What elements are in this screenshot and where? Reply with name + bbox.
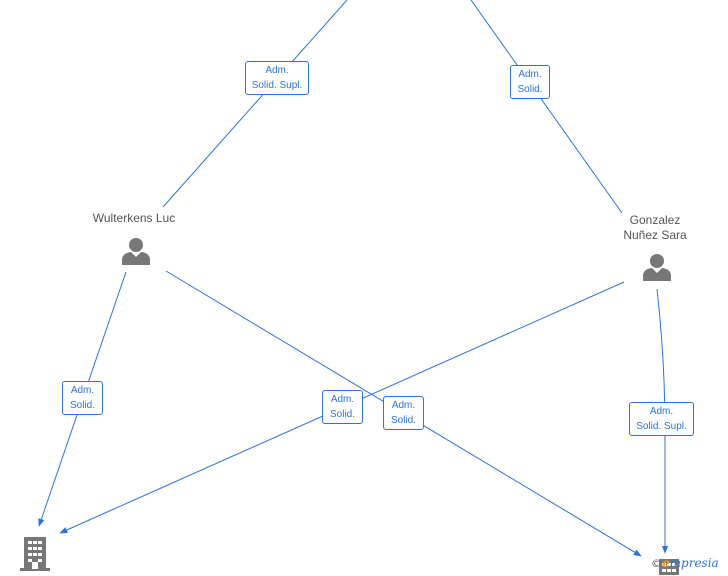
building-icon[interactable] bbox=[20, 535, 50, 571]
person-name-gonzalez[interactable]: Gonzalez Nuñez Sara bbox=[605, 213, 705, 243]
relation-role: Adm. bbox=[391, 400, 416, 411]
relation-type: Solid. Supl. bbox=[636, 421, 687, 432]
relation-label[interactable]: Adm. Solid. bbox=[510, 65, 550, 99]
relation-label[interactable]: Adm. Solid. Supl. bbox=[245, 61, 309, 95]
person-icon[interactable] bbox=[642, 252, 672, 282]
building-icon[interactable] bbox=[656, 557, 682, 575]
relation-type: Solid. bbox=[69, 400, 95, 411]
person-name-line: Gonzalez bbox=[629, 213, 681, 227]
relation-role: Adm. bbox=[330, 394, 355, 405]
relation-type: Solid. Supl. bbox=[251, 80, 303, 91]
copyright-symbol: © bbox=[651, 557, 662, 570]
brand-logo: ©empresia bbox=[651, 556, 719, 572]
person-name-line: Nuñez Sara bbox=[623, 228, 687, 242]
brand-name: mpresia bbox=[669, 556, 719, 570]
person-icon[interactable] bbox=[121, 236, 151, 266]
person-name-wulterkens[interactable]: Wulterkens Luc bbox=[84, 211, 184, 226]
relation-role: Adm. bbox=[70, 385, 95, 396]
edge-gonzalez-top bbox=[470, 0, 623, 214]
relation-type: Solid. bbox=[329, 409, 355, 420]
relation-role: Adm. bbox=[265, 65, 289, 76]
edge-wulterkens-top bbox=[162, 0, 348, 208]
person-name-line: Wulterkens Luc bbox=[92, 211, 176, 225]
relation-role: Adm. bbox=[518, 69, 542, 80]
brand-initial: e bbox=[662, 556, 670, 570]
relation-label[interactable]: Adm. Solid. bbox=[322, 390, 363, 424]
relation-label[interactable]: Adm. Solid. bbox=[62, 381, 103, 415]
relation-type: Solid. bbox=[517, 84, 543, 95]
relation-type: Solid. bbox=[390, 415, 416, 426]
relation-role: Adm. bbox=[649, 406, 674, 417]
relation-label[interactable]: Adm. Solid. bbox=[383, 396, 424, 430]
relation-label[interactable]: Adm. Solid. Supl. bbox=[629, 402, 694, 436]
